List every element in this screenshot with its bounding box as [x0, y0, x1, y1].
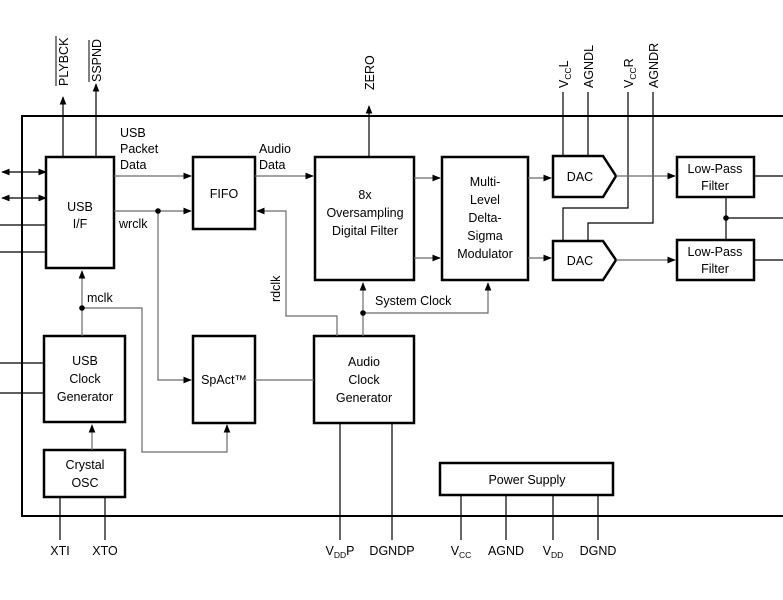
agndr-label: AGNDR — [647, 43, 661, 88]
zero-label: ZERO — [363, 55, 377, 90]
filter-line-1: 8x — [358, 188, 372, 202]
zero-pin: ZERO — [363, 55, 377, 157]
filter-line-3: Digital Filter — [332, 224, 398, 238]
audio-clock-line-2: Clock — [348, 373, 380, 387]
lpf-left-line-1: Low-Pass — [688, 162, 743, 176]
usb-clock-line-2: Clock — [69, 372, 101, 386]
vccl-label: VCCL — [557, 60, 573, 88]
bottom-pins — [59, 423, 599, 540]
modulator-line-4: Sigma — [467, 229, 502, 243]
wrclk-label: wrclk — [118, 217, 148, 231]
fifo-label: FIFO — [210, 187, 239, 201]
usb-packet-data-line-1: USB — [120, 126, 146, 140]
xti-pin-label: XTI — [50, 544, 69, 558]
vcc-pin-label: VCC — [451, 544, 472, 560]
agnd-pin-label: AGND — [488, 544, 524, 558]
usb-io-lines — [0, 168, 47, 394]
modulator-line-5: Modulator — [457, 247, 513, 261]
spact-block: SpAct™ — [191, 334, 257, 425]
system-clock-junction — [360, 310, 366, 316]
agndl-pin: AGNDL — [582, 45, 596, 156]
audio-data-line-2: Data — [259, 158, 285, 172]
vccl-pin: VCCL — [557, 60, 573, 156]
lpf-right-block: Low-Pass Filter — [675, 238, 756, 282]
vddp-pin-label: VDDP — [326, 544, 355, 560]
sspnd-pin: SSPND — [88, 39, 104, 157]
usb-clock-line-1: USB — [72, 354, 98, 368]
spact-label: SpAct™ — [201, 373, 247, 387]
dac-left-block: DAC — [551, 154, 618, 199]
sspnd-label: SSPND — [90, 39, 104, 82]
lpf-right-line-1: Low-Pass — [688, 245, 743, 259]
modulator-line-1: Multi- — [470, 175, 501, 189]
dac-right-label: DAC — [567, 254, 593, 268]
vccr-label: VCCR — [622, 58, 638, 88]
audio-data-line-1: Audio — [259, 142, 291, 156]
vdd-pin-label: VDD — [543, 544, 564, 560]
modulator-block: Multi- Level Delta- Sigma Modulator — [440, 155, 530, 282]
signal-connections — [78, 172, 783, 453]
power-supply-label: Power Supply — [488, 473, 566, 487]
chip-outline — [21, 115, 783, 517]
crystal-line-2: OSC — [71, 476, 98, 490]
usb-clock-line-3: Generator — [57, 390, 113, 404]
lpf-junction — [723, 215, 729, 221]
usb-packet-data-line-3: Data — [120, 158, 146, 172]
usb-packet-data-line-2: Packet — [120, 142, 159, 156]
system-clock-label: System Clock — [375, 294, 452, 308]
mclk-label: mclk — [87, 291, 113, 305]
dac-right-block: DAC — [551, 239, 618, 282]
modulator-line-2: Level — [470, 193, 500, 207]
dgnd-pin-label: DGND — [580, 544, 617, 558]
filter-line-2: Oversampling — [326, 206, 403, 220]
dac-left-label: DAC — [567, 170, 593, 184]
audio-clock-line-3: Generator — [336, 391, 392, 405]
audio-clock-line-1: Audio — [348, 355, 380, 369]
crystal-line-1: Crystal — [66, 458, 105, 472]
agndl-label: AGNDL — [582, 45, 596, 88]
usb-interface-block: USB I/F — [44, 155, 116, 270]
lpf-left-block: Low-Pass Filter — [675, 155, 756, 199]
power-supply-block: Power Supply — [438, 461, 615, 497]
audio-clock-generator-block: Audio Clock Generator — [312, 334, 416, 425]
crystal-osc-block: Crystal OSC — [42, 448, 127, 499]
modulator-line-3: Delta- — [468, 211, 501, 225]
fifo-block: FIFO — [191, 155, 257, 231]
usb-if-line-1: USB — [67, 200, 93, 214]
audio-data-label: Audio Data — [259, 142, 291, 172]
rdclk-label: rdclk — [269, 275, 283, 302]
plybck-pin: PLYBCK — [55, 36, 71, 157]
usb-if-line-2: I/F — [73, 217, 88, 231]
vccr-pin: VCCR — [562, 58, 638, 241]
lpf-left-line-2: Filter — [701, 179, 729, 193]
digital-filter-block: 8x Oversampling Digital Filter — [313, 155, 416, 282]
xto-pin-label: XTO — [92, 544, 118, 558]
usb-clock-generator-block: USB Clock Generator — [42, 334, 127, 424]
wrclk-junction — [155, 208, 161, 214]
dgndp-pin-label: DGNDP — [369, 544, 414, 558]
lpf-right-line-2: Filter — [701, 262, 729, 276]
plybck-label: PLYBCK — [57, 37, 71, 86]
agndr-pin: AGNDR — [587, 43, 661, 241]
mclk-junction — [79, 305, 85, 311]
usb-packet-data-label: USB Packet Data — [120, 126, 159, 172]
